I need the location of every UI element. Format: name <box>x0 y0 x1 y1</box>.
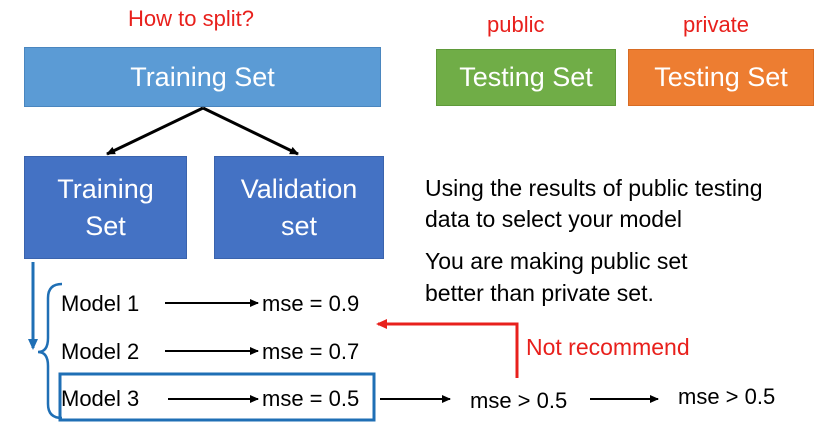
validation-set-line1: Validation <box>240 174 358 205</box>
testing-set-private-box: Testing Set <box>628 49 814 106</box>
explanation-line2: data to select your model <box>425 206 682 232</box>
validation-set-box: Validation set <box>214 156 384 259</box>
not-recommend-label: Not recommend <box>526 334 690 360</box>
model1-mse: mse = 0.9 <box>262 291 360 316</box>
split-arrow-right <box>202 106 299 156</box>
explanation-line1: Using the results of public testing <box>425 175 763 201</box>
model3-label: Model 3 <box>61 386 140 411</box>
testing-set-private-label: Testing Set <box>654 62 788 93</box>
public-mse-outcome: mse > 0.5 <box>470 388 568 413</box>
testing-set-public-label: Testing Set <box>459 62 593 93</box>
feedback-arrow <box>376 319 519 378</box>
training-subset-line2: Set <box>85 210 126 241</box>
model3-highlight <box>58 372 376 422</box>
training-set-label: Training Set <box>130 61 275 92</box>
private-mse-outcome: mse > 0.5 <box>678 384 776 409</box>
public-label: public <box>487 12 545 37</box>
model-brace <box>37 282 63 420</box>
training-subset-box: Training Set <box>24 156 187 259</box>
training-subset-line1: Training <box>57 174 154 205</box>
model2-mse: mse = 0.7 <box>262 339 360 364</box>
explanation-line3: You are making public set <box>425 248 688 274</box>
model2-label: Model 2 <box>61 339 140 364</box>
model3-mse: mse = 0.5 <box>262 386 360 411</box>
training-set-box: Training Set <box>24 47 381 107</box>
testing-set-public-box: Testing Set <box>436 49 616 106</box>
validation-set-line2: set <box>280 210 318 241</box>
split-arrow-left <box>106 106 204 156</box>
model1-label: Model 1 <box>61 291 140 316</box>
private-label: private <box>683 12 750 37</box>
explanation-line4: better than private set. <box>425 280 654 306</box>
how-to-split-label: How to split? <box>128 6 254 31</box>
